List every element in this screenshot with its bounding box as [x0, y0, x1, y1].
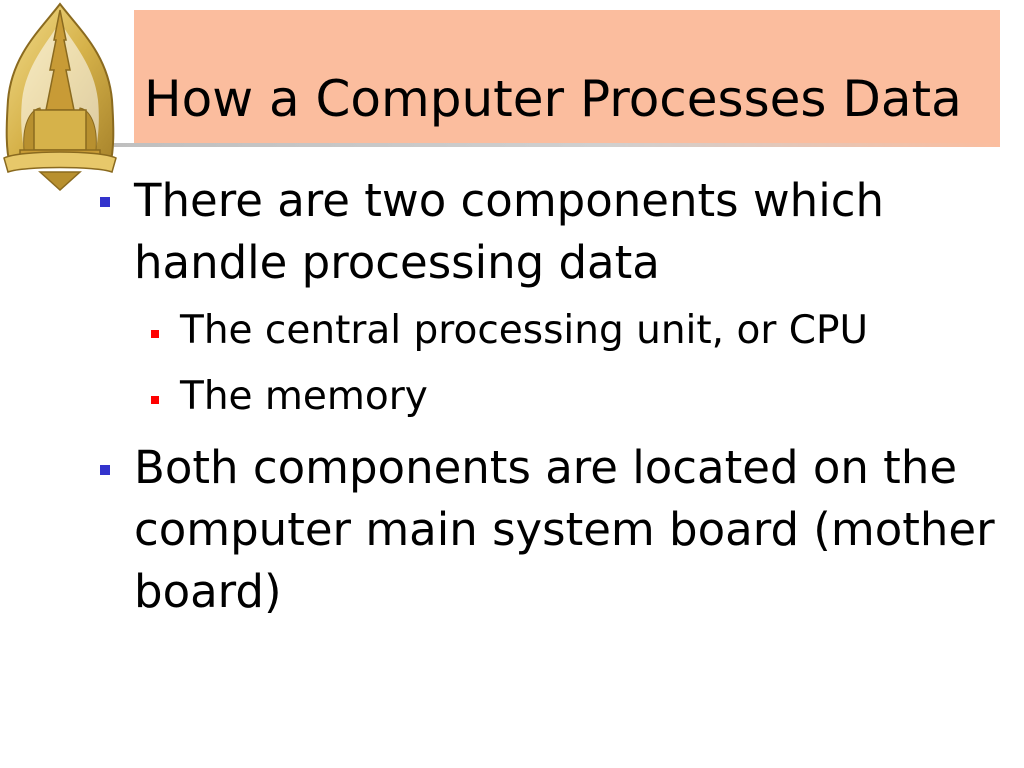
bullet-text-line: handle processing data: [134, 236, 660, 289]
sub-bullet-text: The memory: [180, 374, 428, 419]
title-underline: [114, 143, 1000, 147]
bullet-marker: [100, 465, 110, 475]
sub-bullet-marker: [151, 396, 159, 404]
sub-bullet-marker: [151, 330, 159, 338]
bullet-text-line: computer main system board (mother: [134, 503, 995, 556]
university-crest-icon: [3, 2, 117, 192]
bullet-text-line: There are two components which: [134, 174, 884, 227]
title-bar: [134, 10, 1000, 144]
bullet-text-line: Both components are located on the: [134, 441, 958, 494]
slide-title: How a Computer Processes Data: [144, 70, 962, 128]
sub-bullet-text: The central processing unit, or CPU: [180, 308, 869, 353]
bullet-marker: [100, 197, 110, 207]
bullet-text-line: board): [134, 565, 282, 618]
